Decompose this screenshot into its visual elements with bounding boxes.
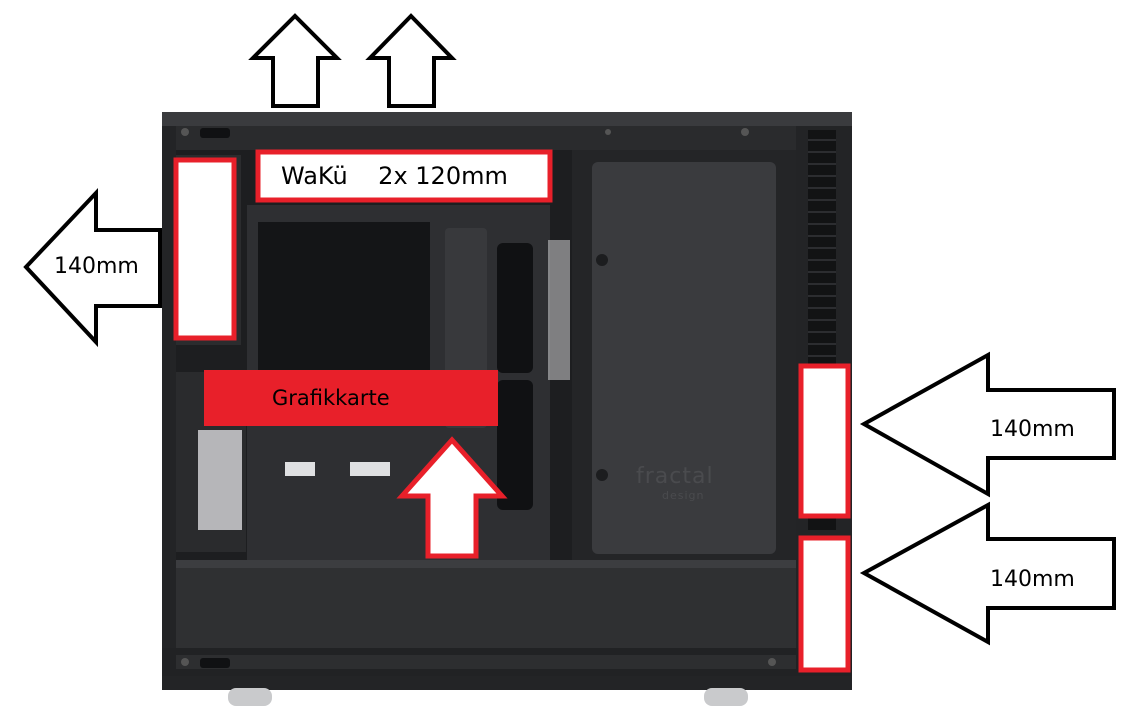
screw (605, 129, 611, 135)
drive-sleds-top (548, 240, 570, 380)
psu-shroud (176, 560, 796, 648)
radiator-label: WaKü 2x 120mm (281, 162, 508, 190)
case-bottom-bar (176, 655, 796, 669)
case-top-bar (176, 126, 796, 150)
front-fan-top-box (798, 363, 851, 519)
rear-fan-box (173, 157, 237, 341)
panel-screw-bottom (596, 469, 608, 481)
panel-screw-top (596, 254, 608, 266)
psu-shroud-top (176, 560, 796, 568)
grommet-upper (497, 243, 533, 373)
intake-arrow-bottom (859, 501, 1116, 646)
airflow-arrows (23, 13, 1116, 646)
case-brand-sub: design (662, 489, 705, 502)
radiator-box (255, 149, 553, 203)
latch-handle-top (200, 128, 230, 138)
screw (741, 128, 749, 136)
tray-slot-2 (350, 462, 390, 476)
front-fan-bottom-label: 140mm (990, 567, 1075, 592)
exhaust-arrow-up-left (248, 13, 342, 108)
pci-brackets (198, 430, 242, 530)
case-top-rim (162, 112, 852, 126)
case-brand-logo: fractal (636, 464, 714, 489)
exhaust-arrow-up-right (365, 13, 457, 108)
exhaust-arrow-left (23, 187, 162, 348)
screw (181, 658, 189, 666)
intake-arrow-top (859, 351, 1116, 498)
latch-handle-bottom (200, 658, 230, 668)
front-vent-slats (808, 139, 836, 357)
tray-cutout (258, 222, 430, 372)
front-fan-top-label: 140mm (990, 417, 1075, 442)
front-fan-bottom-box (798, 535, 851, 673)
screw (181, 128, 189, 136)
rear-fan-label: 140mm (54, 254, 139, 279)
grommet-lower (497, 380, 533, 510)
case-foot-left (228, 688, 272, 706)
annotation-boxes (173, 149, 851, 673)
gpu-label: Grafikkarte (272, 385, 390, 410)
gpu-box (204, 370, 498, 426)
case-foot-right (704, 688, 748, 706)
drive-cover-panel (592, 162, 776, 554)
gpu-airflow-arrow-up (396, 436, 508, 559)
screw (768, 658, 776, 666)
tray-slot-1 (285, 462, 315, 476)
